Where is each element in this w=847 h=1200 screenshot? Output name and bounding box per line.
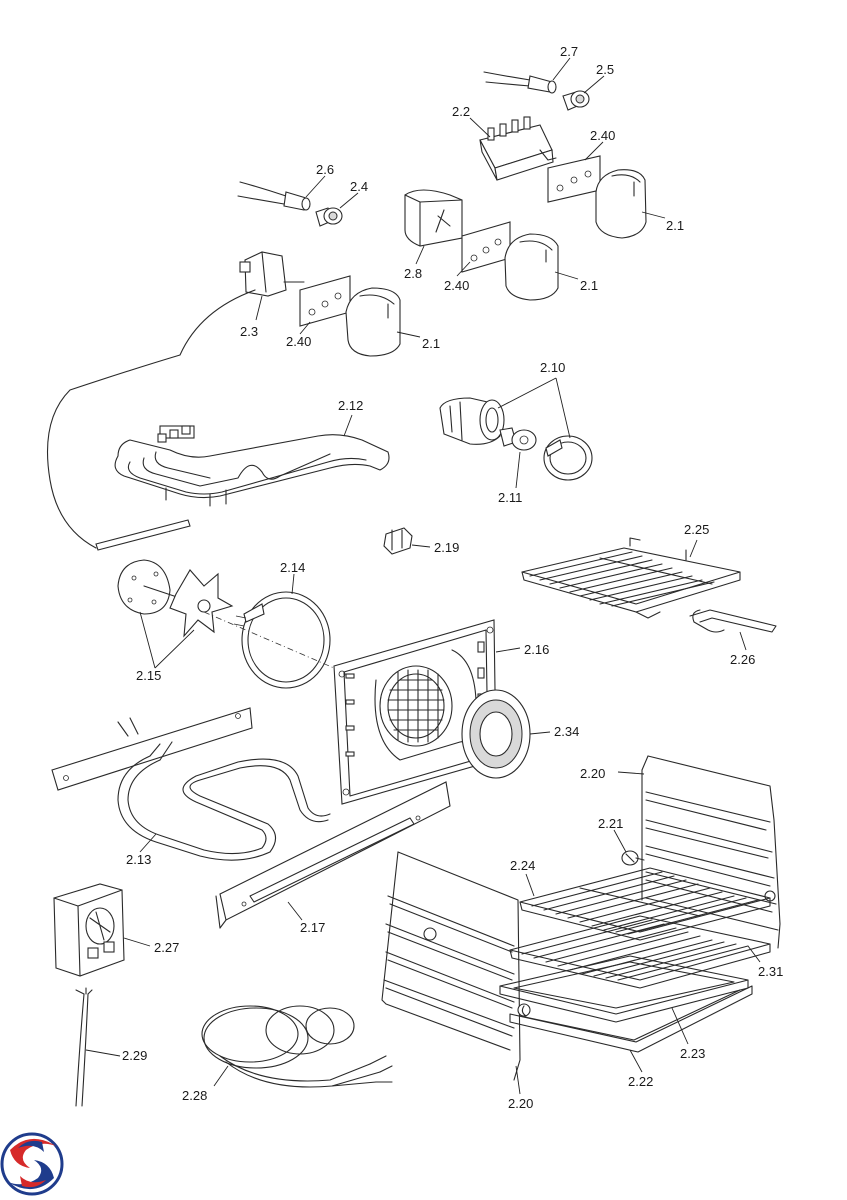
- callout-2-11: 2.11: [498, 490, 522, 505]
- callout-2-12: 2.12: [338, 398, 363, 413]
- terminal-block-2-27: [53, 883, 125, 977]
- oven-shelf-2-25: [521, 537, 741, 619]
- element-bracket: [51, 707, 253, 791]
- callout-2-5: 2.5: [596, 62, 614, 77]
- brand-logo: [0, 1132, 64, 1196]
- screw-2-21: [621, 850, 645, 866]
- callout-2-24: 2.24: [510, 858, 535, 873]
- logo-red-inner: [20, 1176, 46, 1188]
- fan-cover-2-34: [461, 689, 531, 779]
- callout-2-15: 2.15: [136, 668, 161, 683]
- oven-shelf-2-31: [509, 915, 771, 989]
- clip-2-19: [383, 527, 413, 555]
- callout-2-27: 2.27: [154, 940, 179, 955]
- control-knob-2-1-c: [345, 287, 401, 357]
- logo-blue-inner: [18, 1140, 44, 1152]
- pilot-lamp-wire-2-7: [483, 71, 557, 94]
- callout-2-40-c: 2.40: [286, 334, 311, 349]
- rack-guide-2-26: [689, 609, 777, 633]
- callout-2-23: 2.23: [680, 1046, 705, 1061]
- side-runner-2-20-right: [641, 755, 781, 949]
- fan-ring-2-14: [233, 591, 331, 689]
- callout-2-25: 2.25: [684, 522, 709, 537]
- baking-tray-2-23: [499, 955, 749, 1023]
- side-runner-2-20-left: [381, 851, 531, 1081]
- pilot-lamp-2-5: [562, 90, 590, 111]
- callout-2-20-a: 2.20: [580, 766, 605, 781]
- callout-2-40-a: 2.40: [590, 128, 615, 143]
- selector-switch-2-2: [479, 116, 557, 181]
- callout-2-26: 2.26: [730, 652, 755, 667]
- knob-bracket-2-40-c: [299, 275, 351, 327]
- callout-labels: 2.7 2.5 2.2 2.40 2.6 2.4 2.1 2.8 2.40 2.…: [122, 44, 783, 1111]
- thermostat-2-3: [47, 251, 305, 551]
- control-knob-2-1-a: [595, 169, 647, 239]
- pilot-lamp-2-4: [315, 207, 343, 227]
- knob-bracket-2-40-a: [547, 155, 601, 203]
- oven-lamp-bulb-2-11: [499, 427, 537, 451]
- mains-cable-2-29: [75, 987, 93, 1107]
- knob-bracket-2-40-b: [461, 221, 511, 273]
- callout-2-21: 2.21: [598, 816, 623, 831]
- callout-2-20-b: 2.20: [508, 1096, 533, 1111]
- pilot-lamp-wire-2-6: [237, 181, 311, 211]
- callout-2-1-c: 2.1: [422, 336, 440, 351]
- drip-tray-2-22: [509, 985, 753, 1053]
- callout-2-7: 2.7: [560, 44, 578, 59]
- callout-2-29: 2.29: [122, 1048, 147, 1063]
- lamp-cover-2-10: [543, 435, 593, 481]
- oven-shelf-2-24: [519, 867, 771, 941]
- callout-2-31: 2.31: [758, 964, 783, 979]
- callout-2-3: 2.3: [240, 324, 258, 339]
- callout-2-6: 2.6: [316, 162, 334, 177]
- wiring-loom-2-28: [201, 1005, 393, 1088]
- lower-heating-element-2-13: [117, 741, 331, 861]
- callout-2-13: 2.13: [126, 852, 151, 867]
- callout-2-14: 2.14: [280, 560, 305, 575]
- callout-2-4: 2.4: [350, 179, 368, 194]
- grill-element-2-12: [114, 425, 390, 507]
- control-knob-2-1-b: [504, 233, 559, 301]
- callout-2-10: 2.10: [540, 360, 565, 375]
- fan-motor-2-15: [117, 559, 234, 638]
- side-rail-2-17: [215, 781, 451, 929]
- callout-2-8: 2.8: [404, 266, 422, 281]
- callout-2-19: 2.19: [434, 540, 459, 555]
- callout-2-16: 2.16: [524, 642, 549, 657]
- energy-regulator-2-8: [404, 189, 463, 247]
- callout-2-28: 2.28: [182, 1088, 207, 1103]
- callout-2-34: 2.34: [554, 724, 579, 739]
- callout-2-1-a: 2.1: [666, 218, 684, 233]
- callout-2-40-b: 2.40: [444, 278, 469, 293]
- callout-2-22: 2.22: [628, 1074, 653, 1089]
- callout-2-17: 2.17: [300, 920, 325, 935]
- oven-lamp-holder-2-10: [439, 397, 505, 445]
- callout-2-2: 2.2: [452, 104, 470, 119]
- callout-2-1-b: 2.1: [580, 278, 598, 293]
